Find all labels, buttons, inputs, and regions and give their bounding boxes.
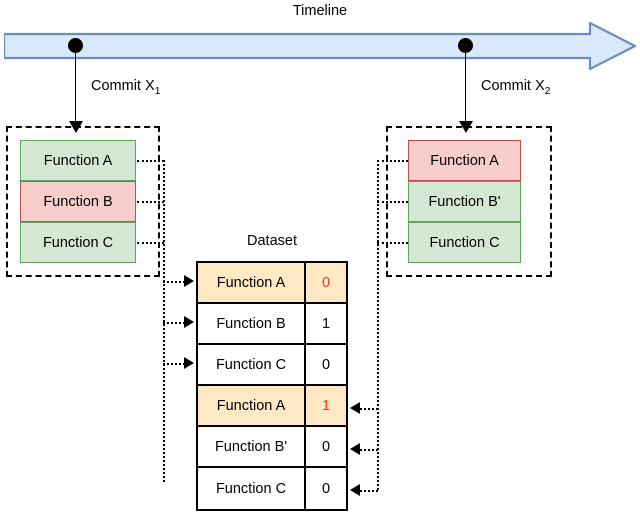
dataset-row-4-name: Function B' xyxy=(198,427,306,466)
left-function-box-2: Function C xyxy=(20,222,136,263)
right-function-label-0: Function A xyxy=(430,152,499,169)
right-connector-arrow-1 xyxy=(350,443,360,455)
right-function-box-2: Function C xyxy=(408,222,521,263)
dataset-table: Function A 0 Function B 1 Function C 0 F… xyxy=(196,261,348,511)
timeline-title: Timeline xyxy=(292,3,348,19)
commit-dot-x2 xyxy=(458,38,473,53)
commit-stem-x1 xyxy=(75,47,76,124)
dataset-row-3-name: Function A xyxy=(198,386,306,425)
dataset-row-5-name: Function C xyxy=(198,468,306,509)
dataset-title: Dataset xyxy=(247,233,297,249)
right-connector-branch-0 xyxy=(360,408,378,410)
dataset-row-2-value: 0 xyxy=(306,345,346,384)
left-connector-arrow-1 xyxy=(184,316,194,328)
dataset-row-5-value: 0 xyxy=(306,468,346,509)
dataset-row-5: Function C 0 xyxy=(198,468,346,509)
right-connector-branch-2 xyxy=(360,490,378,492)
dataset-row-2: Function C 0 xyxy=(198,345,346,386)
dataset-row-0: Function A 0 xyxy=(198,263,346,304)
right-connector-branch-1 xyxy=(360,449,378,451)
dataset-row-0-value: 0 xyxy=(306,263,346,302)
left-connector-branch-1 xyxy=(163,322,185,324)
right-connector-stub-0 xyxy=(377,160,408,162)
timeline-arrow xyxy=(2,21,638,71)
commit-dot-x1 xyxy=(68,38,83,53)
left-connector-stub-1 xyxy=(137,201,164,203)
right-function-box-0: Function A xyxy=(408,140,521,181)
left-connector-arrow-2 xyxy=(184,357,194,369)
left-connector-stub-2 xyxy=(137,242,164,244)
left-function-label-2: Function C xyxy=(42,234,114,251)
dataset-row-1: Function B 1 xyxy=(198,304,346,345)
right-function-label-1: Function B' xyxy=(428,193,501,210)
right-function-box-1: Function B' xyxy=(408,181,521,222)
left-connector-stub-0 xyxy=(137,160,164,162)
commit-label-x1-sub: 1 xyxy=(154,84,161,97)
dataset-row-1-name: Function B xyxy=(198,304,306,343)
commit-label-x2-sub: 2 xyxy=(544,84,551,97)
left-function-box-1: Function B xyxy=(20,181,136,222)
right-connector-arrow-0 xyxy=(350,402,360,414)
commit-label-x2: Commit X2 xyxy=(481,78,551,100)
left-connector-arrow-0 xyxy=(184,275,194,287)
left-connector-branch-0 xyxy=(163,281,185,283)
dataset-row-4-value: 0 xyxy=(306,427,346,466)
dataset-row-4: Function B' 0 xyxy=(198,427,346,468)
dataset-row-3: Function A 1 xyxy=(198,386,346,427)
right-function-label-2: Function C xyxy=(429,234,500,251)
right-connector-trunk xyxy=(377,160,379,490)
dataset-row-3-value: 1 xyxy=(306,386,346,425)
left-function-label-0: Function A xyxy=(43,152,113,169)
dataset-row-1-value: 1 xyxy=(306,304,346,343)
right-connector-stub-2 xyxy=(377,242,408,244)
left-function-box-0: Function A xyxy=(20,140,136,181)
dataset-row-0-name: Function A xyxy=(198,263,306,302)
commit-label-x1-text: Commit X xyxy=(91,78,155,94)
commit-label-x2-text: Commit X xyxy=(481,78,545,94)
right-connector-stub-1 xyxy=(377,201,408,203)
left-connector-branch-2 xyxy=(163,363,185,365)
right-connector-arrow-2 xyxy=(350,484,360,496)
commit-label-x1: Commit X1 xyxy=(91,78,161,100)
left-connector-trunk xyxy=(163,160,165,482)
commit-stem-x2 xyxy=(465,47,466,124)
left-function-label-1: Function B xyxy=(43,193,113,210)
dataset-row-2-name: Function C xyxy=(198,345,306,384)
